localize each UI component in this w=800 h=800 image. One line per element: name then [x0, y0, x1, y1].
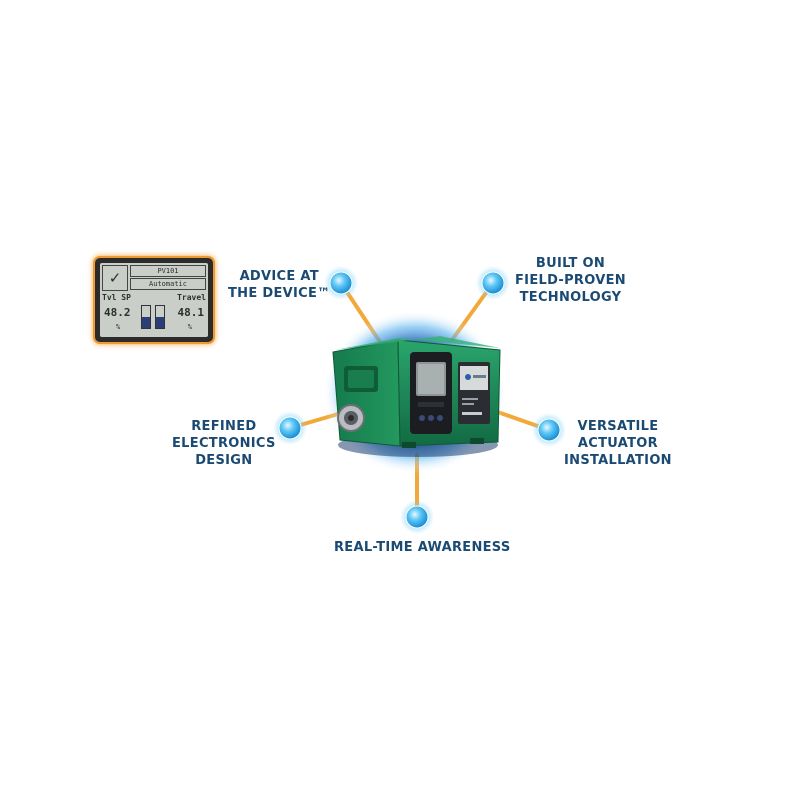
callout-field-proven-line3: TECHNOLOGY	[519, 290, 622, 305]
callout-electronics-line1: REFINED	[191, 419, 257, 434]
node-advice	[324, 266, 358, 300]
device-button-3	[437, 415, 443, 421]
lcd-right-bar	[155, 305, 165, 329]
callout-actuator: VERSATILE ACTUATOR INSTALLATION	[564, 418, 672, 469]
callout-realtime: REAL-TIME AWARENESS	[334, 539, 511, 556]
callout-electronics-line2: ELECTRONICS	[172, 436, 276, 451]
callout-realtime-line1: REAL-TIME AWARENESS	[334, 540, 511, 555]
device-left-block	[332, 339, 401, 447]
node-actuator	[532, 413, 566, 447]
lcd-left-bar-fill	[142, 317, 150, 328]
node-realtime	[400, 500, 434, 534]
lcd-closeup: ✓ PV101 Automatic Tvl SP Travel 48.2 48.…	[95, 258, 213, 342]
node-electronics	[273, 411, 307, 445]
callout-actuator-line3: INSTALLATION	[564, 453, 672, 468]
callout-advice-line2: THE DEVICE™	[228, 286, 331, 301]
callout-advice: ADVICE AT THE DEVICE™	[228, 268, 330, 302]
device-button-1	[419, 415, 425, 421]
lcd-left-bar	[141, 305, 151, 329]
device-button-2	[428, 415, 434, 421]
lcd-left-unit: %	[116, 323, 121, 331]
callout-advice-line1: ADVICE AT	[239, 269, 319, 284]
lcd-left-value: 48.2	[104, 306, 131, 319]
lcd-tag: PV101	[130, 265, 206, 277]
callout-field-proven: BUILT ON FIELD-PROVEN TECHNOLOGY	[515, 255, 626, 306]
check-icon: ✓	[102, 265, 128, 291]
callout-field-proven-line1: BUILT ON	[535, 256, 606, 271]
callout-actuator-line1: VERSATILE	[577, 419, 659, 434]
lcd-right-label: Travel	[177, 293, 206, 302]
lcd-right-bar-fill	[156, 317, 164, 328]
callout-field-proven-line2: FIELD-PROVEN	[515, 273, 626, 288]
lcd-right-unit: %	[187, 323, 192, 331]
lcd-mode: Automatic	[130, 278, 206, 290]
node-field-proven	[476, 266, 510, 300]
lcd-left-label: Tvl SP	[102, 293, 131, 302]
callout-actuator-line2: ACTUATOR	[577, 436, 658, 451]
lcd-right-value: 48.1	[177, 306, 205, 319]
positioner-device	[332, 336, 501, 457]
callout-electronics: REFINED ELECTRONICS DESIGN	[172, 418, 276, 469]
callout-electronics-line3: DESIGN	[195, 453, 253, 468]
lcd-screen: ✓ PV101 Automatic Tvl SP Travel 48.2 48.…	[100, 263, 208, 337]
